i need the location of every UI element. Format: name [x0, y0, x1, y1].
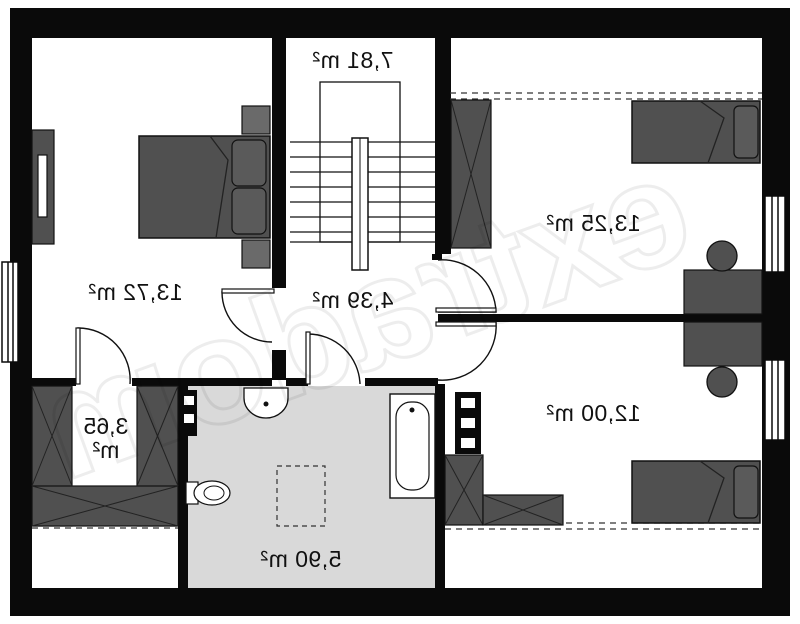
room-label-bathroom: 5,90 m²	[260, 546, 342, 572]
bed-pillow	[733, 105, 759, 159]
door-leaves	[75, 288, 497, 385]
bed-blanket-fold	[699, 100, 725, 164]
room-label-bedroom-ne: 13,25 m²	[546, 210, 641, 236]
inner-walls	[32, 38, 762, 594]
desk-se	[683, 321, 763, 367]
chair-ne	[706, 240, 738, 272]
bed-blanket-fold	[699, 460, 725, 524]
bed-pillow	[231, 187, 267, 235]
windows	[1, 195, 786, 441]
outer-walls	[10, 8, 790, 616]
washbasin-drain	[263, 401, 269, 407]
bed-blanket-fold	[209, 135, 229, 239]
ventilation-shafts	[181, 390, 481, 454]
nightstand	[241, 239, 271, 269]
toilet-seat	[203, 485, 225, 501]
room-label-bedroom-se: 12,00 m²	[546, 400, 641, 426]
desk-ne	[683, 269, 763, 315]
room-label-corridor: 4,39 m²	[312, 287, 394, 313]
closet-shelving	[31, 385, 179, 527]
room-label-bedroom-nw: 13,72 m²	[88, 279, 183, 305]
nightstand	[241, 105, 271, 135]
room-label-hall: 7,81 m²	[312, 47, 394, 73]
bed-pillow	[231, 139, 267, 187]
bathtub-inner	[395, 401, 430, 491]
wardrobe-ne-cross	[450, 99, 492, 249]
cabinet-se-cross	[444, 454, 484, 526]
wardrobe-west-handle	[37, 154, 48, 218]
bathtub-drain	[409, 407, 415, 413]
chair-se	[706, 366, 738, 398]
doors	[77, 259, 497, 385]
low-cabinet-cross	[482, 494, 564, 526]
bed-pillow	[733, 465, 759, 519]
